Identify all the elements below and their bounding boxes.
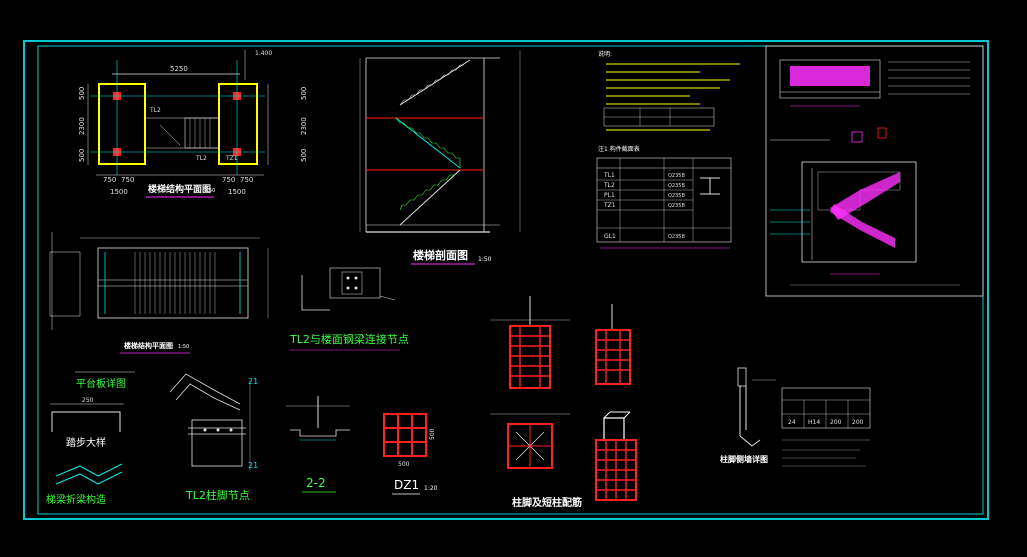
section-title: 楼梯剖面图: [413, 248, 468, 262]
dim-500-left: 500: [78, 87, 86, 100]
col-foot-title: 柱脚及短柱配筋: [512, 496, 582, 509]
tz1-note: TZ1: [225, 155, 238, 162]
dim-2300-right: 2300: [300, 117, 308, 135]
table-row-tl2: TL2: [603, 182, 615, 189]
column-side-detail: 柱脚侧墙详图 24 H14 200 200: [720, 367, 871, 467]
tl2-conn-title: TL2与楼面钢梁连接节点: [289, 332, 409, 346]
notes-title: 说明:: [598, 50, 612, 58]
railing-detail-panel: [765, 45, 984, 297]
stair-top-plan: 楼梯结构平面图 1:50: [49, 232, 269, 373]
platform-dim: 250: [82, 397, 94, 404]
table-mat-1: Q235B: [668, 173, 685, 179]
tl2-label-a: TL2: [149, 107, 161, 114]
dz1-detail: 500 500 DZ1 1:20: [383, 413, 438, 495]
section-2-2: 2-2: [286, 396, 350, 493]
elev-note: 1.400: [255, 50, 272, 57]
tl2-foot-node: 21 21 TL2柱脚节点: [169, 373, 258, 502]
notes-block: 说明: 注1 构件截面表 TL1 TL2 PL1 TZ1 GL1 Q235B Q…: [596, 50, 740, 249]
sec22-title: 2-2: [306, 476, 326, 490]
stair-plan-view: 5250 TL2 TL2 1.400 TZ1 750 750 1500 750 …: [78, 50, 308, 198]
platform-title: 平台板详图: [76, 377, 126, 390]
tl2-foot-title: TL2柱脚节点: [185, 488, 250, 502]
section-scale: 1:50: [478, 256, 492, 263]
plan-scale: 1:50: [204, 188, 215, 194]
dim-1500-b: 1500: [228, 188, 246, 196]
dz1-scale: 1:20: [424, 485, 438, 492]
table-mat-4: Q235B: [668, 203, 685, 209]
dim-750-c: 750: [222, 176, 235, 184]
dim-2300-left: 2300: [78, 117, 86, 135]
plan-title: 楼梯结构平面图: [148, 183, 211, 195]
table-mat-3: Q235B: [668, 193, 685, 199]
table-row-tl1: TL1: [603, 172, 615, 179]
table-mat-2: Q235B: [668, 183, 685, 189]
small-table-cell-3: 200: [830, 419, 842, 426]
top-plan-title: 楼梯结构平面图: [124, 341, 173, 350]
yellow-column-left: [98, 83, 146, 165]
table-mat-5: Q235B: [668, 234, 685, 240]
platform-detail: 平台板详图 250 踏步大样 梯梁折梁构造: [46, 377, 126, 506]
table-row-gl1: GL1: [604, 233, 616, 240]
small-table-cell-2: H14: [808, 419, 820, 426]
tread-title: 踏步大样: [66, 436, 106, 449]
dz1-grid: [383, 413, 427, 457]
col-detail-title: 柱脚侧墙详图: [720, 454, 768, 464]
small-table-cell-1: 24: [788, 419, 796, 426]
dim-500-right2: 500: [300, 149, 308, 162]
dim-5250: 5250: [170, 65, 188, 73]
dim-1500-a: 1500: [110, 188, 128, 196]
tl2-connection-node: TL2与楼面钢梁连接节点: [289, 267, 409, 351]
mark-21-b: 21: [248, 461, 258, 470]
top-plan-scale: 1:50: [178, 344, 189, 350]
dim-750-a: 750: [103, 176, 116, 184]
dz1-title: DZ1: [394, 478, 419, 492]
dim-750-d: 750: [240, 176, 253, 184]
stair-section-view: 楼梯剖面图 1:50: [359, 50, 521, 265]
beam-fold-title: 梯梁折梁构造: [46, 493, 106, 506]
dim-500-right: 500: [300, 87, 308, 100]
dz1-dim: 500: [398, 461, 410, 468]
table-row-tz1: TZ1: [603, 202, 616, 209]
dim-750-b: 750: [121, 176, 134, 184]
mark-21-a: 21: [248, 377, 258, 386]
outer-frame: [23, 40, 989, 520]
small-table-cell-4: 200: [852, 419, 864, 426]
dim-500-left2: 500: [78, 149, 86, 162]
table-title: 注1 构件截面表: [598, 145, 640, 153]
tl2-label-b: TL2: [195, 155, 207, 162]
table-row-pl1: PL1: [604, 192, 615, 199]
dz1-dim2: 500: [429, 428, 436, 440]
column-foot-reinforcement: 柱脚及短柱配筋: [490, 296, 637, 509]
